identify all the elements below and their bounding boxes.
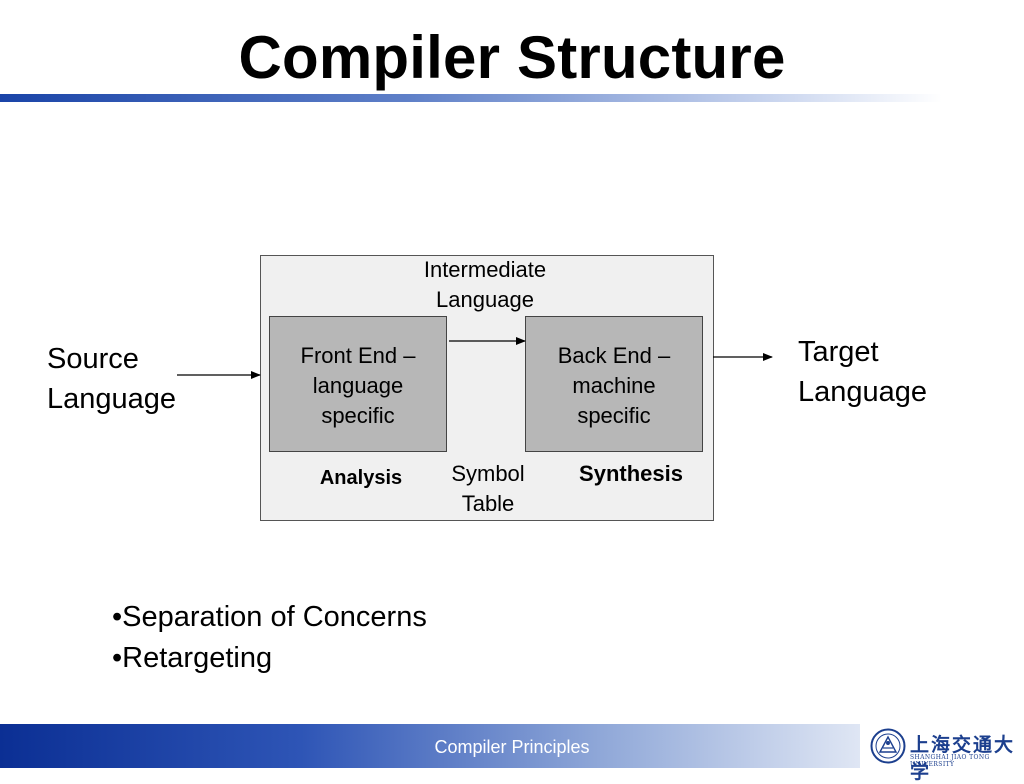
university-subtitle: SHANGHAI JIAO TONG UNIVERSITY [910,754,990,768]
symbol-table-line-2: Table [461,491,515,516]
back-end-line-3: specific [577,403,651,428]
synthesis-label: Synthesis [579,461,683,486]
footer-text: Compiler Principles [434,737,590,757]
intermediate-language-line-1: Intermediate [423,257,547,282]
bullet-retargeting: •Retargeting [112,642,273,674]
bullet-list: •Separation of Concerns •Retargeting [112,597,427,679]
logo-area [860,724,1024,768]
symbol-table-line-1: Symbol [451,461,525,486]
back-end-line-2: machine [572,373,656,398]
analysis-label: Analysis [319,467,403,489]
source-language-line-2: Language [47,383,177,415]
target-language-line-2: Language [798,376,928,408]
front-end-line-2: language [312,373,404,398]
target-language-label: Target Language [798,332,998,412]
footer-bar [0,724,860,768]
source-language-line-1: Source [47,343,139,375]
front-end-line-1: Front End – [300,343,416,368]
intermediate-language-label: Intermediate Language [400,255,570,315]
slide-title: Compiler Structure [238,24,786,91]
front-end-box: Front End – language specific [269,316,447,452]
bullet-separation-of-concerns: •Separation of Concerns [112,601,427,633]
title-underline [0,94,1024,102]
symbol-table-label: Symbol Table [428,459,548,519]
university-seal-icon [870,728,906,764]
target-language-line-1: Target [798,336,879,368]
front-end-line-3: specific [321,403,395,428]
source-language-label: Source Language [47,339,227,419]
back-end-box: Back End – machine specific [525,316,703,452]
intermediate-language-line-2: Language [436,287,534,312]
back-end-line-1: Back End – [557,343,671,368]
